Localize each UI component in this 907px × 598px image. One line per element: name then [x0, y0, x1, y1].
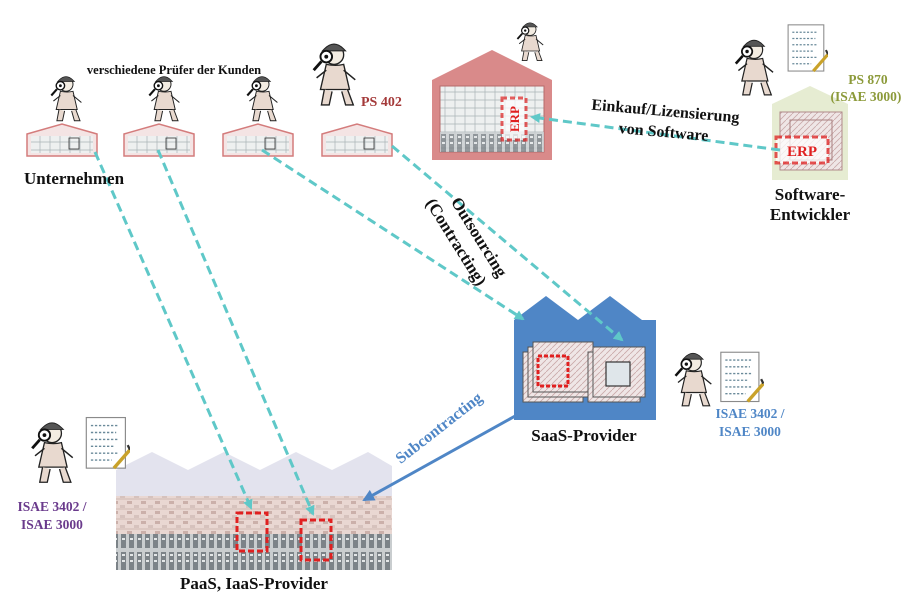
developer-auditor	[734, 38, 775, 97]
checklist-icon	[786, 23, 828, 73]
paas-auditor	[30, 421, 75, 484]
companies-label: Unternehmen	[24, 169, 125, 188]
connector-lines	[93, 113, 781, 516]
connector-company2-to-paas	[156, 149, 315, 516]
isae-purple-label-line2: ISAE 3000	[21, 517, 83, 532]
saas-auditor	[674, 352, 713, 408]
purchase-label-line2: von Software	[618, 120, 709, 145]
checklist-icon	[84, 415, 130, 470]
client-auditor-2	[148, 75, 181, 122]
erp-icon: ERP	[774, 135, 830, 165]
connector-company4-to-saas	[391, 144, 624, 342]
isae-purple-label-line1: ISAE 3402 /	[17, 499, 86, 514]
svg-text:ERP: ERP	[507, 106, 522, 132]
subcontracting-label: Subcontracting	[393, 389, 486, 467]
isae-blue-label-line2: ISAE 3000	[719, 424, 781, 439]
client-auditor-1	[50, 75, 83, 122]
ps870-label: PS 870	[848, 72, 888, 87]
saas-provider-house	[514, 296, 656, 420]
connector-company1-to-paas	[93, 151, 253, 510]
svg-text:ERP: ERP	[787, 144, 817, 160]
software-dev-label-line1: Software-	[775, 185, 846, 204]
erp-icon: ERP	[500, 96, 528, 142]
paas-provider-label: PaaS, IaaS-Provider	[180, 574, 328, 593]
software-developer-house: ERP	[772, 86, 848, 180]
ps402-label: PS 402	[361, 95, 402, 110]
outsourcing-label: Outsourcing (Contracting)	[422, 194, 511, 289]
isae-blue-label-line1: ISAE 3402 /	[715, 406, 784, 421]
subcontracting-arrow	[362, 408, 527, 502]
company-house-1	[26, 123, 98, 157]
client-auditor-4-ps402	[312, 42, 357, 107]
purchase-label-line1: Einkauf/Lizensierung	[591, 97, 740, 127]
connector-company3-to-saas	[261, 148, 525, 321]
software-dev-label-line2: Entwickler	[770, 205, 851, 224]
clients-heading: verschiedene Prüfer der Kunden	[87, 63, 261, 77]
client-auditor-3	[246, 75, 279, 122]
isae3000-olive-label: (ISAE 3000)	[831, 89, 902, 104]
company-house-3	[222, 123, 294, 157]
software-licensee-house: ERP	[432, 50, 552, 160]
company-house-4	[321, 123, 393, 157]
checklist-icon	[719, 350, 764, 404]
paas-provider-house	[116, 452, 392, 570]
saas-provider-label: SaaS-Provider	[531, 426, 637, 445]
top-auditor	[516, 21, 545, 62]
purchase-label: Einkauf/Lizensierung von Software	[591, 97, 740, 145]
